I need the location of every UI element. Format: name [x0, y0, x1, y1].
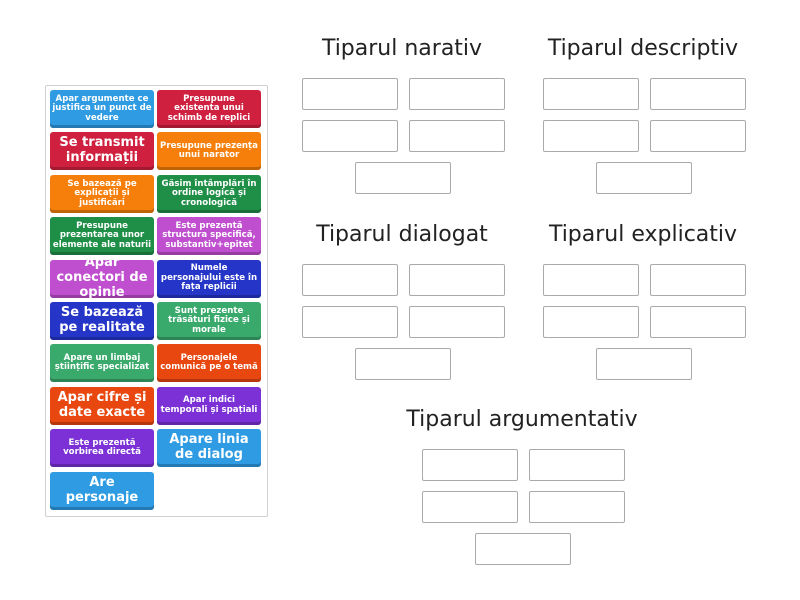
- drop-slot[interactable]: [302, 306, 398, 338]
- draggable-card[interactable]: Presupune prezența unui narator: [157, 132, 261, 171]
- draggable-card[interactable]: Se bazează pe realitate: [50, 302, 154, 340]
- draggable-card[interactable]: Se bazează pe explicații și justificări: [50, 174, 154, 213]
- drop-slot[interactable]: [475, 533, 571, 565]
- draggable-card[interactable]: Găsim întâmplări în ordine logică și cro…: [157, 174, 261, 213]
- draggable-card[interactable]: Are personaje: [50, 471, 154, 510]
- drop-slot[interactable]: [302, 120, 398, 152]
- group-title: Tiparul explicativ: [548, 222, 738, 247]
- group-title: Tiparul argumentativ: [406, 407, 638, 432]
- drop-slot[interactable]: [409, 264, 505, 296]
- draggable-card[interactable]: Apare linia de dialog: [157, 429, 261, 468]
- draggable-card[interactable]: Sunt prezente trăsături fizice și morale: [157, 302, 261, 340]
- drop-slot[interactable]: [409, 306, 505, 338]
- drop-slot[interactable]: [596, 348, 692, 380]
- drop-slot[interactable]: [355, 162, 451, 194]
- drop-slot[interactable]: [650, 264, 746, 296]
- drop-slot[interactable]: [409, 120, 505, 152]
- draggable-card[interactable]: Este prezentă structura specifică, subst…: [157, 217, 261, 256]
- drop-slot[interactable]: [650, 306, 746, 338]
- group-title: Tiparul dialogat: [316, 222, 488, 247]
- draggable-card[interactable]: Se transmit informații: [50, 132, 154, 171]
- draggable-card[interactable]: Apar argumente ce justifica un punct de …: [50, 90, 154, 128]
- drop-slot[interactable]: [650, 120, 746, 152]
- drop-slot[interactable]: [543, 264, 639, 296]
- drop-slot[interactable]: [422, 449, 518, 481]
- drop-slot[interactable]: [543, 306, 639, 338]
- drop-slot[interactable]: [422, 491, 518, 523]
- card-tray: Apar argumente ce justifica un punct de …: [45, 85, 268, 517]
- draggable-card[interactable]: Personajele comunică pe o temă: [157, 344, 261, 383]
- drop-slot[interactable]: [302, 78, 398, 110]
- drop-slot[interactable]: [543, 120, 639, 152]
- draggable-card[interactable]: Presupune prezentarea unor elemente ale …: [50, 217, 154, 256]
- draggable-card[interactable]: Presupune existenta unui schimb de repli…: [157, 90, 261, 128]
- drop-slot[interactable]: [650, 78, 746, 110]
- drop-slot[interactable]: [529, 449, 625, 481]
- drop-slot[interactable]: [596, 162, 692, 194]
- drop-slot[interactable]: [543, 78, 639, 110]
- group-title: Tiparul descriptiv: [547, 36, 739, 61]
- draggable-card[interactable]: Apar indici temporali și spațiali: [157, 386, 261, 425]
- draggable-card[interactable]: Apar conectori de opinie: [50, 255, 154, 300]
- drop-slot[interactable]: [529, 491, 625, 523]
- draggable-card[interactable]: Este prezentă vorbirea directă: [50, 429, 154, 468]
- draggable-card[interactable]: Numele personajului este în fața replici…: [157, 259, 261, 298]
- draggable-card[interactable]: Apar cifre și date exacte: [50, 386, 154, 425]
- group-title: Tiparul narativ: [321, 36, 483, 61]
- drop-slot[interactable]: [302, 264, 398, 296]
- drop-slot[interactable]: [355, 348, 451, 380]
- draggable-card[interactable]: Apare un limbaj științific specializat: [50, 344, 154, 383]
- drop-slot[interactable]: [409, 78, 505, 110]
